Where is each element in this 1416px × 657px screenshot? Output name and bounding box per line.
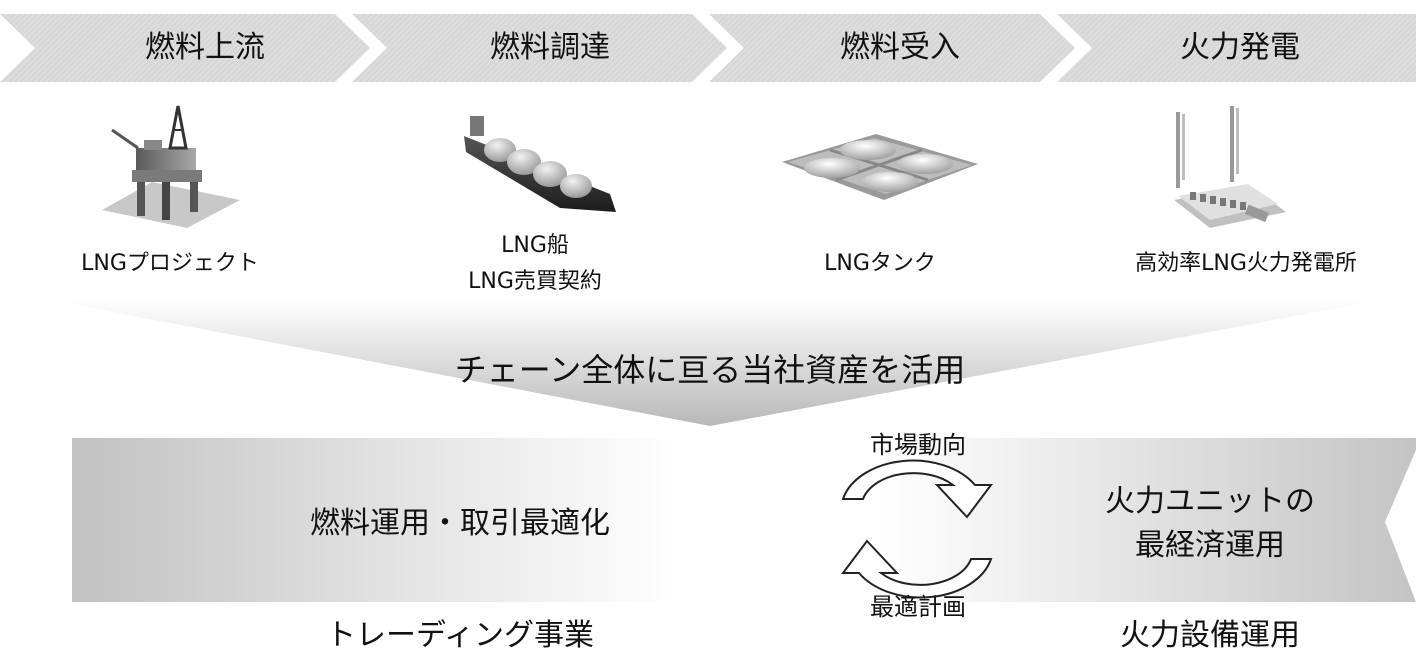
oil-rig-icon xyxy=(102,105,240,228)
cycle-arrows-icon xyxy=(841,459,993,599)
stage-2-title: 燃料調達 xyxy=(490,30,610,65)
stage-4-title: 火力発電 xyxy=(1180,30,1300,65)
cycle-bottom-label: 最適計画 xyxy=(870,593,966,621)
funnel-arrow xyxy=(50,300,1380,426)
stage-1-title: 燃料上流 xyxy=(145,30,265,65)
process-chevron-bar xyxy=(0,14,1416,82)
funnel-and-band xyxy=(50,300,1416,602)
lng-tank-icon xyxy=(782,134,978,200)
left-block-bottom: トレーディング事業 xyxy=(326,618,594,653)
stage-1-caption: LNGプロジェクト xyxy=(81,251,259,276)
lng-ship-icon xyxy=(464,116,616,212)
stage-2-caption: LNG船 LNG売買契約 xyxy=(468,233,602,294)
chevron-stage-4 xyxy=(1057,14,1416,82)
power-plant-icon xyxy=(1174,106,1286,228)
stage-3-caption: LNGタンク xyxy=(824,251,936,276)
cycle-top-label: 市場動向 xyxy=(870,431,966,459)
operation-band xyxy=(72,438,1416,602)
right-block-bottom: 火力設備運用 xyxy=(1120,618,1300,653)
band-notch xyxy=(1390,488,1416,558)
stage-4-caption: 高効率LNG火力発電所 xyxy=(1135,251,1357,276)
left-block-main: 燃料運用・取引最適化 xyxy=(310,506,610,541)
chevron-stage-1 xyxy=(0,14,370,82)
stage-3-title: 燃料受入 xyxy=(840,30,960,65)
right-block-main: 火力ユニットの 最経済運用 xyxy=(1105,484,1315,563)
chevron-stage-3 xyxy=(709,14,1075,82)
chevron-stage-2 xyxy=(352,14,727,82)
funnel-text: チェーン全体に亘る当社資産を活用 xyxy=(454,351,966,389)
